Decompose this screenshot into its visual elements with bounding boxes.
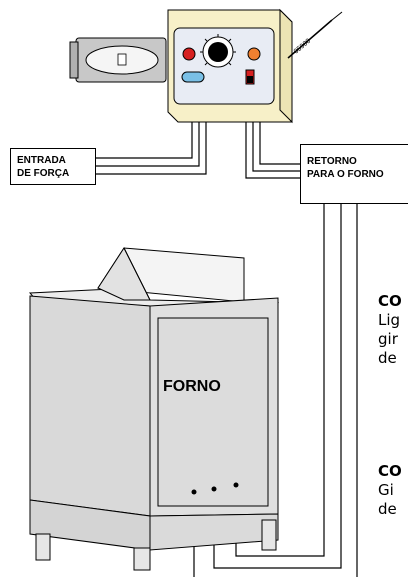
oven	[28, 246, 280, 571]
info-block-1-line-3: de	[378, 349, 397, 367]
info-block-2-line-1: Gi	[378, 481, 394, 499]
power-input-wires	[96, 122, 207, 175]
info-block-1: CO Lig gir de	[378, 292, 402, 368]
power-input-label: ENTRADA DE FORÇA	[10, 148, 96, 185]
red-indicator-light-icon	[182, 47, 196, 61]
info-block-2-heading: CO	[378, 462, 402, 480]
info-block-1-heading: CO	[378, 292, 402, 310]
info-block-1-line-2: gir	[378, 330, 398, 348]
oven-terminal-3	[233, 482, 239, 488]
power-input-line-1: ENTRADA	[17, 155, 66, 166]
oven-terminal-2	[211, 486, 217, 492]
return-wires-top	[245, 122, 300, 179]
power-input-line-2: DE FORÇA	[17, 168, 70, 179]
info-block-2-line-2: de	[378, 500, 397, 518]
return-to-oven-label: RETORNO PARA O FORNO	[300, 144, 408, 204]
info-block-2: CO Gi de	[378, 462, 402, 519]
blue-button-icon	[181, 71, 205, 83]
oven-label: FORNO	[163, 378, 221, 395]
control-panel-icon	[167, 8, 293, 124]
oven-terminal-1	[191, 489, 197, 495]
power-plug-icon	[69, 37, 167, 83]
return-line-2: PARA O FORNO	[307, 169, 384, 180]
return-line-1: RETORNO	[307, 156, 357, 167]
orange-indicator-light-icon	[247, 47, 261, 61]
probe-label: 05900	[293, 38, 312, 56]
info-block-1-line-1: Lig	[378, 311, 401, 329]
dial-knob-icon	[200, 34, 236, 68]
thermocouple-probe-icon: 05900	[287, 11, 343, 59]
toggle-switch-icon	[245, 69, 255, 85]
